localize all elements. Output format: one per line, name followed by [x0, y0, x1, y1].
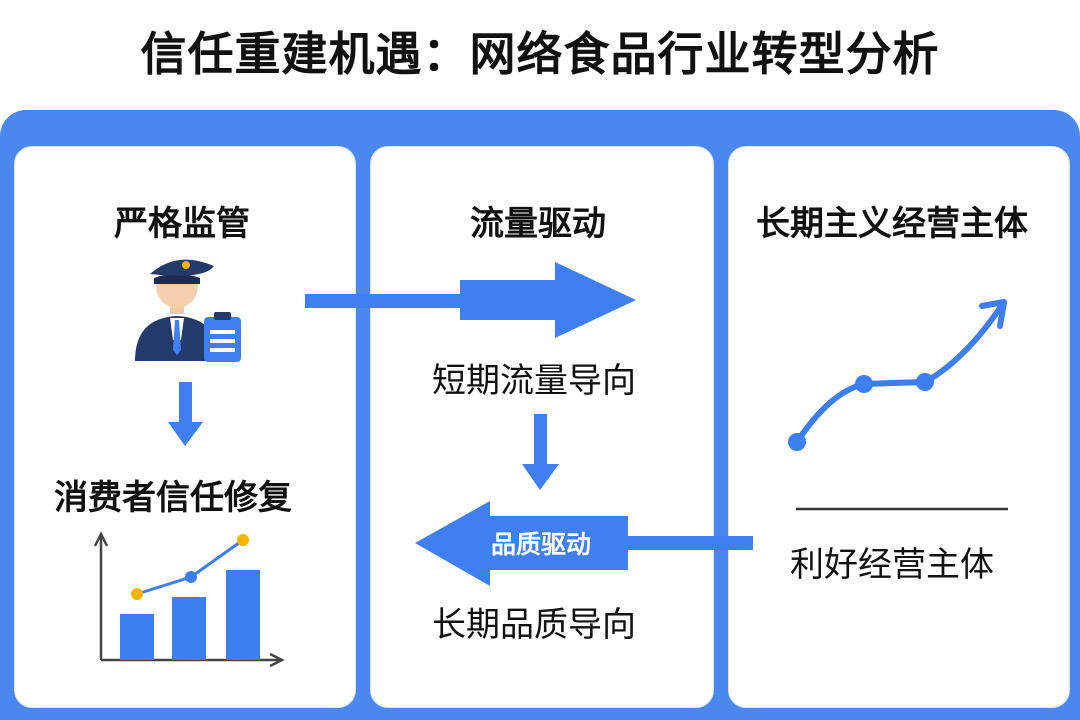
- arrow-right-traffic: [460, 262, 636, 338]
- badge-quality-driven: 品质驱动: [491, 531, 591, 559]
- heading-traffic-driven: 流量驱动: [470, 204, 606, 244]
- connector-line-bottom: [625, 536, 753, 550]
- connector-line-top: [305, 294, 465, 308]
- heading-strict-regulation: 严格监管: [114, 204, 250, 244]
- arrow-down-col2: [522, 414, 559, 490]
- card-long-term: [728, 146, 1070, 708]
- watermark: 豆包AI生成: [941, 674, 1056, 698]
- growth-chart-icon: [93, 531, 285, 668]
- arrow-down-col1: [168, 382, 203, 446]
- label-short-term-traffic: 短期流量导向: [432, 361, 636, 401]
- heading-long-term-entities: 长期主义经营主体: [756, 204, 1028, 244]
- label-benefit-entities: 利好经营主体: [790, 545, 994, 585]
- arrow-left-quality: [415, 501, 628, 586]
- growth-line-icon: [788, 299, 1007, 451]
- heading-consumer-trust: 消费者信任修复: [54, 478, 292, 518]
- page-title: 信任重建机遇：网络食品行业转型分析: [140, 27, 940, 81]
- police-officer-icon: [135, 259, 241, 362]
- label-long-term-quality: 长期品质导向: [432, 605, 636, 645]
